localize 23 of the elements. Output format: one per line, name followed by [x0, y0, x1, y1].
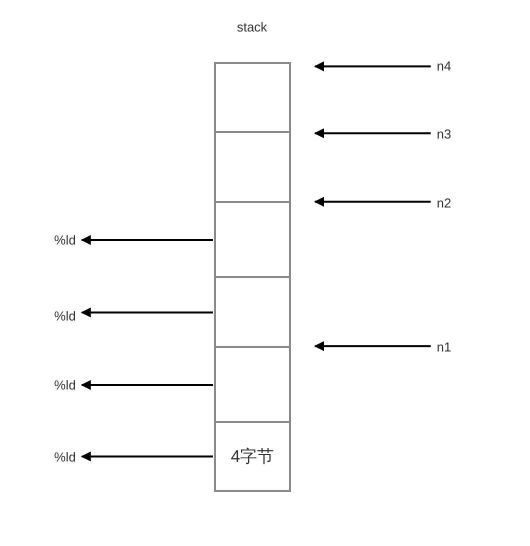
stack-cell [214, 276, 291, 349]
pointer-label: %ld [54, 234, 76, 246]
stack-cell [214, 131, 291, 204]
stack-cell [214, 62, 291, 134]
pointer-label: %ld [54, 310, 76, 322]
stack-cell [214, 346, 291, 424]
title: stack [236, 20, 268, 34]
arrow [314, 341, 431, 352]
arrow [314, 61, 431, 72]
arrow [80, 452, 213, 462]
arrow [80, 380, 213, 390]
stack-cell: 4字节 [214, 421, 291, 492]
arrow [314, 196, 431, 207]
stack-cell [214, 201, 291, 279]
pointer-label: n3 [436, 128, 452, 140]
pointer-label: %ld [54, 450, 76, 464]
arrow [80, 308, 213, 318]
arrow [80, 235, 213, 245]
arrow [314, 128, 431, 138]
pointer-label: %ld [54, 378, 76, 392]
pointer-label: n4 [436, 60, 452, 72]
pointer-label: n1 [436, 340, 452, 354]
pointer-label: n2 [436, 196, 452, 210]
